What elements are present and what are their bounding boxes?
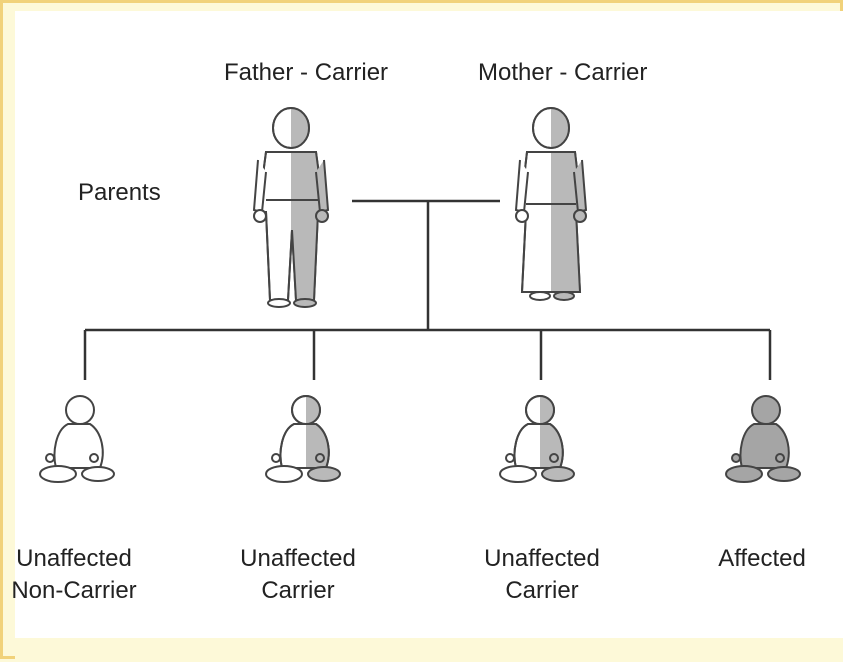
child-2-label-line2: Carrier	[261, 577, 334, 604]
child-figure-3	[499, 395, 575, 483]
child-1-label-line1: Unaffected	[16, 545, 132, 572]
child-figure-1	[39, 395, 115, 483]
child-figure-4	[725, 395, 801, 483]
child-3-label-line1: Unaffected	[484, 545, 600, 572]
child-3-label-line2: Carrier	[505, 577, 578, 604]
child-figure-2	[265, 395, 341, 483]
father-figure	[252, 107, 330, 308]
pedigree-lines	[83, 199, 772, 380]
father-label: Father - Carrier	[224, 59, 388, 86]
child-1-label-line2: Non-Carrier	[11, 577, 136, 604]
mother-label: Mother - Carrier	[478, 59, 647, 86]
mother-figure	[514, 107, 588, 301]
child-2-label-line1: Unaffected	[240, 545, 356, 572]
child-4-label-line1: Affected	[718, 545, 806, 572]
footer-strip	[15, 638, 843, 662]
parents-row-label: Parents	[78, 179, 161, 206]
